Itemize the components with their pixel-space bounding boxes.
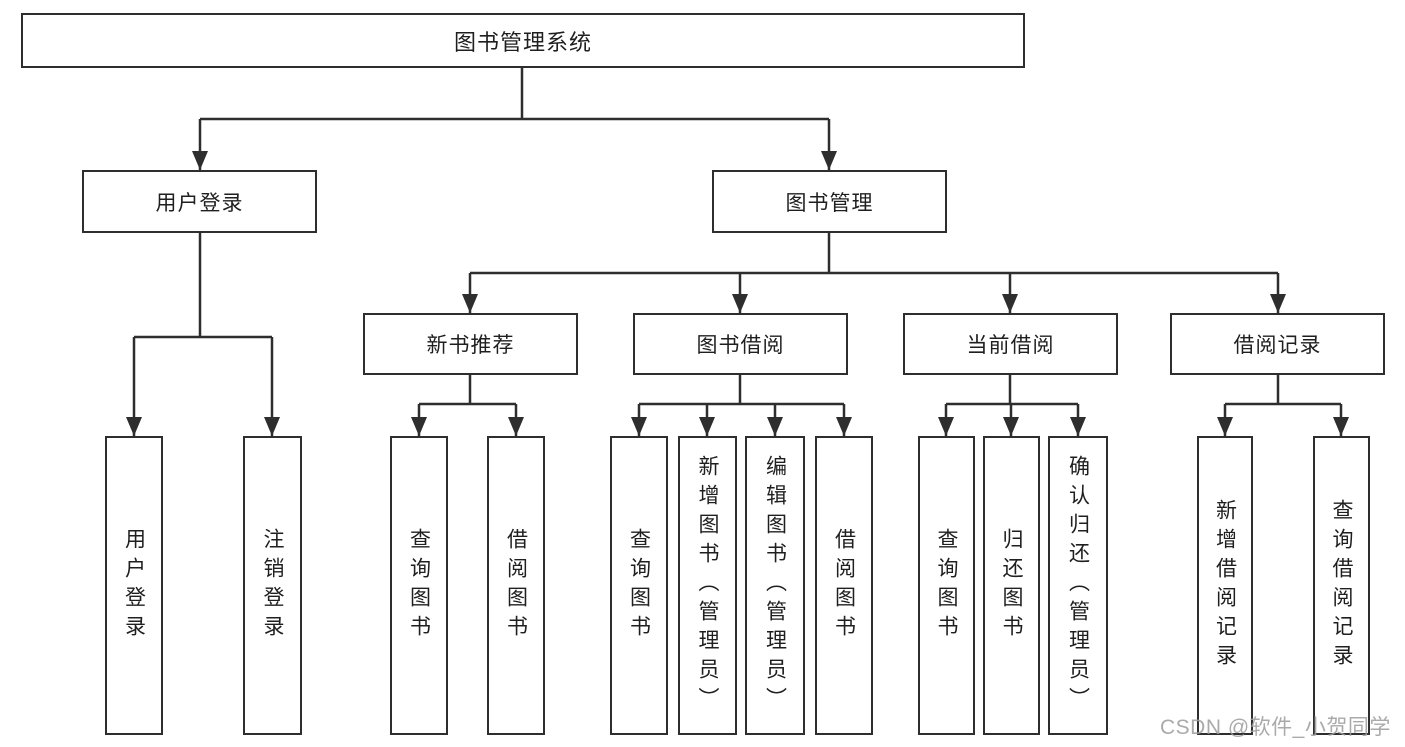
node-book-management-label: 图书管理 [785, 191, 874, 215]
leaf-record-add-borrow-record-label: 新增借阅记录 [1213, 498, 1237, 673]
leaf-record-add-borrow-record: 新增借阅记录 [1197, 436, 1253, 735]
leaf-current-confirm-return-admin: 确认归还（管理员） [1048, 436, 1108, 735]
leaf-borrow-borrow-books: 借阅图书 [815, 436, 873, 735]
leaf-current-return-books: 归还图书 [983, 436, 1040, 735]
node-book-management: 图书管理 [712, 170, 947, 233]
node-current-borrow: 当前借阅 [903, 313, 1118, 375]
wire-book-management-level3 [468, 233, 1280, 313]
arrowhead-icon [1002, 294, 1018, 313]
node-user-login: 用户登录 [82, 170, 317, 233]
node-root-label: 图书管理系统 [453, 29, 592, 55]
arrowhead-icon [264, 417, 280, 436]
leaf-borrow-borrow-books-label: 借阅图书 [832, 527, 856, 644]
leaf-user-login: 用户登录 [105, 436, 163, 735]
leaf-current-query-books-label: 查询图书 [935, 527, 958, 644]
arrowhead-icon [732, 294, 748, 313]
arrowhead-icon [699, 417, 715, 436]
arrowhead-icon [1217, 417, 1233, 436]
arrowhead-icon [126, 417, 142, 436]
arrowhead-icon [631, 417, 647, 436]
leaf-borrow-edit-books-admin-label: 编辑图书（管理员） [763, 455, 787, 716]
leaf-newbook-borrow-books-label: 借阅图书 [504, 527, 528, 644]
wire-leaf-shafts [417, 404, 1343, 436]
leaf-current-query-books: 查询图书 [918, 436, 975, 735]
leaf-current-return-books-label: 归还图书 [1000, 527, 1023, 644]
arrowhead-icon [192, 151, 208, 170]
node-borrow-record: 借阅记录 [1170, 313, 1385, 375]
arrowhead-icon [767, 417, 783, 436]
node-root: 图书管理系统 [21, 13, 1025, 68]
arrowhead-icon [938, 417, 954, 436]
leaf-user-login-label: 用户登录 [122, 527, 146, 644]
arrowhead-icon [1003, 417, 1019, 436]
wire-level3-group-rails [419, 375, 1341, 406]
arrowhead-icon [1070, 417, 1086, 436]
node-new-book-recommend: 新书推荐 [363, 313, 578, 375]
leaf-logout-label: 注销登录 [261, 527, 284, 644]
leaf-borrow-edit-books-admin: 编辑图书（管理员） [745, 436, 805, 735]
wire-root-level2 [198, 68, 831, 170]
leaf-logout: 注销登录 [243, 436, 302, 735]
arrowhead-icon [1333, 417, 1349, 436]
leaf-borrow-query-books-label: 查询图书 [627, 527, 651, 644]
arrowhead-icon [462, 294, 478, 313]
node-borrow-record-label: 借阅记录 [1233, 334, 1322, 357]
arrowhead-icon [1270, 294, 1286, 313]
arrowhead-icon [508, 417, 524, 436]
node-new-book-recommend-label: 新书推荐 [426, 334, 515, 357]
arrowhead-icon [411, 417, 427, 436]
watermark: CSDN @软件_小贺同学 [1160, 716, 1391, 739]
leaf-borrow-add-books-admin: 新增图书（管理员） [678, 436, 737, 735]
node-user-login-label: 用户登录 [155, 191, 244, 215]
node-book-borrow-label: 图书借阅 [696, 334, 785, 357]
leaf-newbook-query-books-label: 查询图书 [407, 527, 431, 644]
leaf-newbook-query-books: 查询图书 [390, 436, 448, 735]
node-book-borrow: 图书借阅 [633, 313, 848, 375]
leaf-current-confirm-return-admin-label: 确认归还（管理员） [1066, 455, 1090, 716]
leaf-newbook-borrow-books: 借阅图书 [487, 436, 545, 735]
arrowhead-icon [836, 417, 852, 436]
node-current-borrow-label: 当前借阅 [966, 334, 1055, 357]
leaf-borrow-add-books-admin-label: 新增图书（管理员） [696, 455, 719, 716]
leaf-record-query-borrow-record-label: 查询借阅记录 [1330, 498, 1353, 673]
arrowhead-icon [821, 151, 837, 170]
leaf-record-query-borrow-record: 查询借阅记录 [1313, 436, 1370, 735]
wire-user-login-subtree [132, 233, 274, 436]
leaf-borrow-query-books: 查询图书 [610, 436, 668, 735]
